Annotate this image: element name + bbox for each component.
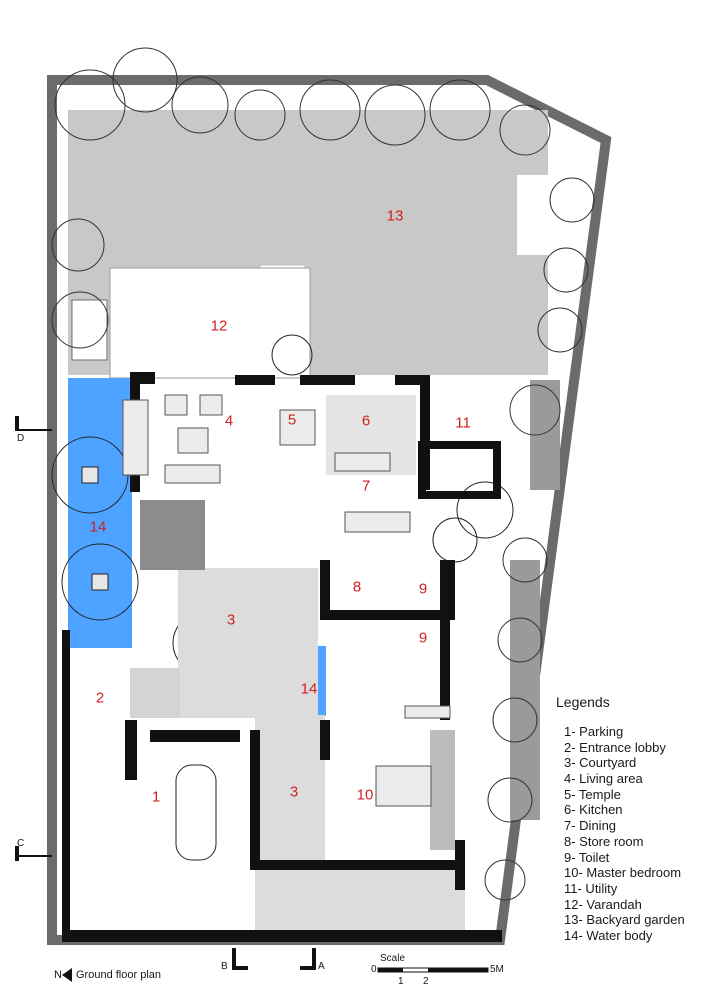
room-number-living-area: 4: [224, 412, 234, 430]
legend-item: 4- Living area: [564, 771, 643, 787]
room-number-backyard-garden: 13: [386, 207, 404, 225]
room-number-kitchen: 6: [361, 412, 371, 430]
scale-tick-1: 1: [398, 976, 404, 987]
room-number-water-body-2: 14: [300, 680, 318, 698]
room-number-utility: 11: [455, 414, 471, 432]
legend-item: 1- Parking: [564, 724, 624, 739]
site-boundary: [47, 75, 612, 945]
scale-tick-5m: 5M: [490, 964, 504, 975]
legend-item: 13- Backyard garden: [564, 912, 685, 928]
legend-item: 7- Dining: [564, 818, 617, 834]
legend-item: 2- Entrance lobby: [564, 739, 666, 755]
room-number-dining: 7: [361, 477, 371, 495]
room-number-entrance-lobby: 2: [95, 689, 105, 707]
room-number-courtyard-2: 3: [289, 783, 299, 801]
legend-title: Legends: [556, 694, 610, 710]
section-marker-a: A: [318, 961, 325, 972]
scale-label: Scale: [380, 953, 406, 964]
room-number-parking: 1: [151, 788, 161, 806]
room-number-toilet: 9: [418, 580, 428, 598]
legend-item: 10- Master bedroom: [564, 865, 682, 881]
north-label: N: [54, 969, 62, 981]
legend-item: 12- Varandah: [564, 896, 642, 912]
room-number-master-bedroom: 10: [356, 786, 374, 804]
section-marker-c: C: [17, 838, 25, 849]
legend-item: 5- Temple: [564, 786, 621, 802]
scale-tick-0: 0: [371, 964, 377, 975]
scale-bar: [377, 967, 489, 973]
water-body-west: [68, 378, 132, 648]
section-marker-b: B: [221, 961, 228, 972]
legend-item: 6- Kitchen: [564, 802, 623, 818]
section-marker-d: D: [17, 433, 25, 444]
legend-item: 9- Toilet: [564, 849, 610, 865]
scale-tick-2: 2: [423, 976, 429, 987]
north-arrow-icon: [62, 968, 72, 982]
legend-item: 11- Utility: [564, 880, 618, 896]
room-number-courtyard: 3: [226, 611, 236, 629]
plan-title: Ground floor plan: [76, 969, 161, 981]
room-number-water-body: 14: [89, 518, 107, 536]
legend-item: 8- Store room: [564, 833, 644, 849]
room-number-temple: 5: [287, 411, 297, 429]
legend-item: 3- Courtyard: [564, 755, 637, 771]
car: [175, 764, 217, 861]
room-number-store-room: 8: [352, 578, 362, 596]
legend-list: 1- Parking 2- Entrance lobby 3- Courtyar…: [556, 724, 685, 944]
room-number-varandah: 12: [210, 317, 228, 335]
varandah: [109, 267, 311, 379]
legend-item: 14- Water body: [564, 927, 653, 943]
legend: Legends 1- Parking 2- Entrance lobby 3- …: [556, 694, 685, 944]
room-number-toilet-2: 9: [418, 629, 428, 647]
